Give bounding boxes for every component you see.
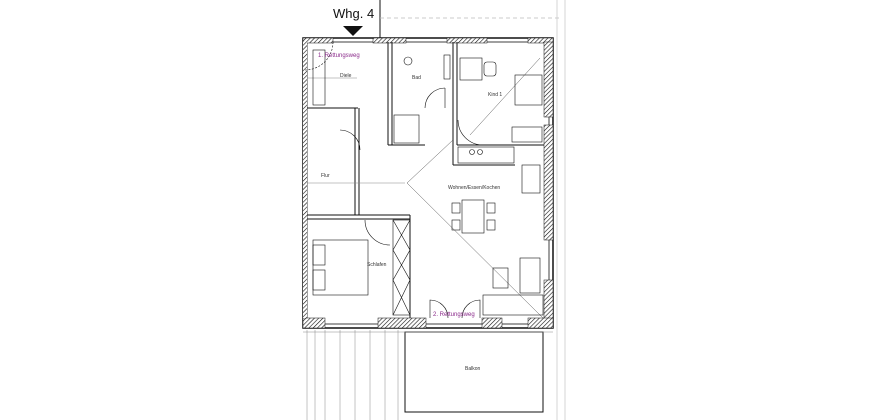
room-label-wohnen: Wohnen/Essen/Kochen <box>448 185 500 191</box>
triangle-marker-icon <box>343 26 363 36</box>
stove-burner <box>477 149 483 155</box>
room-label-diele: Diele <box>340 73 352 79</box>
wardrobe <box>312 49 326 106</box>
desk <box>459 57 483 81</box>
fridge <box>521 164 541 194</box>
kitchen-counter <box>457 146 515 164</box>
section-lines <box>406 57 544 319</box>
unit-label: Whg. 4 <box>333 6 374 21</box>
balcony <box>303 330 553 420</box>
egress-label-second: 2. Rettungsweg <box>433 312 475 318</box>
toilet-icon <box>403 56 413 66</box>
double-bed <box>312 239 369 296</box>
egress-label-first: 1. Rettungsweg <box>318 53 360 59</box>
stove-burner <box>469 149 475 155</box>
room-label-bad: Bad <box>412 75 421 81</box>
room-label-flur: Flur <box>321 173 330 179</box>
room-label-balkon: Balkon <box>465 366 481 372</box>
interior-walls <box>307 42 544 318</box>
shower <box>393 114 420 144</box>
armchair <box>519 257 541 294</box>
side-table <box>492 267 509 289</box>
furniture <box>312 49 544 316</box>
sink <box>443 54 451 80</box>
room-label-schlafen: Schlafen <box>367 262 387 268</box>
room-label-kind: Kind 1 <box>488 92 502 98</box>
closet <box>392 219 411 316</box>
dining-table <box>461 199 485 234</box>
unit-marker: Whg. 4 <box>333 0 560 38</box>
chair <box>483 61 497 77</box>
cabinet <box>511 126 543 143</box>
doors <box>304 41 484 319</box>
bed-kind <box>514 74 543 106</box>
sofa <box>482 294 544 316</box>
